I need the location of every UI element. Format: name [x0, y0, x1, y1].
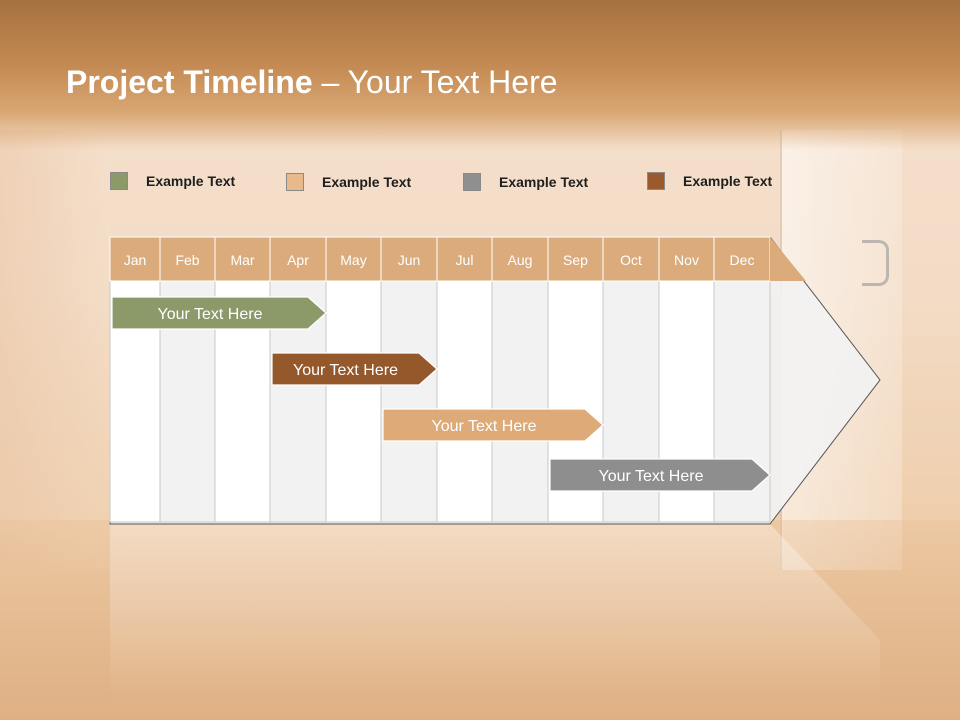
- month-header-mar: [214, 236, 271, 282]
- month-column-may: [325, 280, 382, 523]
- month-header-jun: [380, 236, 438, 282]
- task-bar-label: Your Text Here: [432, 418, 537, 435]
- month-label: Jan: [124, 252, 147, 268]
- month-column-jun: [380, 280, 438, 523]
- month-columns: Jan Feb Mar Apr May Jun Jul Aug Sep Oct Nov Dec: [109, 236, 806, 523]
- month-header-jan: [109, 236, 161, 282]
- month-header-dec: [713, 236, 771, 282]
- background-wall: [0, 130, 110, 570]
- month-label: Mar: [230, 252, 254, 268]
- legend-label-2: Example Text: [322, 174, 412, 190]
- month-header-feb: [159, 236, 216, 282]
- legend-label-4: Example Text: [683, 173, 773, 189]
- month-label: Nov: [674, 252, 699, 268]
- legend-swatch-2: [286, 173, 304, 191]
- month-label: Jul: [456, 252, 474, 268]
- month-label: Aug: [508, 252, 533, 268]
- month-label: Feb: [175, 252, 199, 268]
- task-bar[interactable]: [549, 458, 771, 492]
- task-bar[interactable]: [111, 296, 327, 330]
- title-rest: – Your Text Here: [312, 64, 558, 100]
- legend-label-1: Example Text: [146, 173, 236, 189]
- task-bar-label: Your Text Here: [599, 468, 704, 485]
- month-label: Dec: [730, 252, 755, 268]
- task-bar-label: Your Text Here: [293, 362, 398, 379]
- task-bar[interactable]: [271, 352, 438, 386]
- month-header-may: [325, 236, 382, 282]
- task-bar-label: Your Text Here: [158, 306, 263, 323]
- month-column-aug: [491, 280, 549, 523]
- legend-item-2: Example Text: [286, 171, 411, 193]
- legend-swatch-3: [463, 173, 481, 191]
- timeline-header-tip: [770, 237, 806, 281]
- legend-swatch-4: [647, 172, 665, 190]
- task-bar[interactable]: [382, 408, 604, 442]
- legend-item-4: Example Text: [647, 170, 772, 192]
- month-column-jul: [436, 280, 493, 523]
- month-label: Sep: [563, 252, 588, 268]
- legend-swatch-1: [110, 172, 128, 190]
- legend-label-3: Example Text: [499, 174, 589, 190]
- header-band: [0, 0, 960, 150]
- month-header-apr: [269, 236, 327, 282]
- background-door-handle: [862, 240, 889, 286]
- legend-item-1: Example Text: [110, 170, 235, 192]
- title-bold: Project Timeline: [66, 64, 313, 100]
- month-header-jul: [436, 236, 493, 282]
- month-header-oct: [602, 236, 660, 282]
- month-label: Jun: [398, 252, 421, 268]
- legend-item-3: Example Text: [463, 171, 588, 193]
- month-label: Apr: [287, 252, 309, 268]
- timeline-reflection: [110, 524, 880, 700]
- slide-title[interactable]: Project Timeline – Your Text Here: [66, 60, 558, 104]
- month-header-aug: [491, 236, 549, 282]
- month-header-nov: [658, 236, 715, 282]
- month-label: Oct: [620, 252, 642, 268]
- month-label: May: [340, 252, 366, 268]
- month-header-sep: [547, 236, 604, 282]
